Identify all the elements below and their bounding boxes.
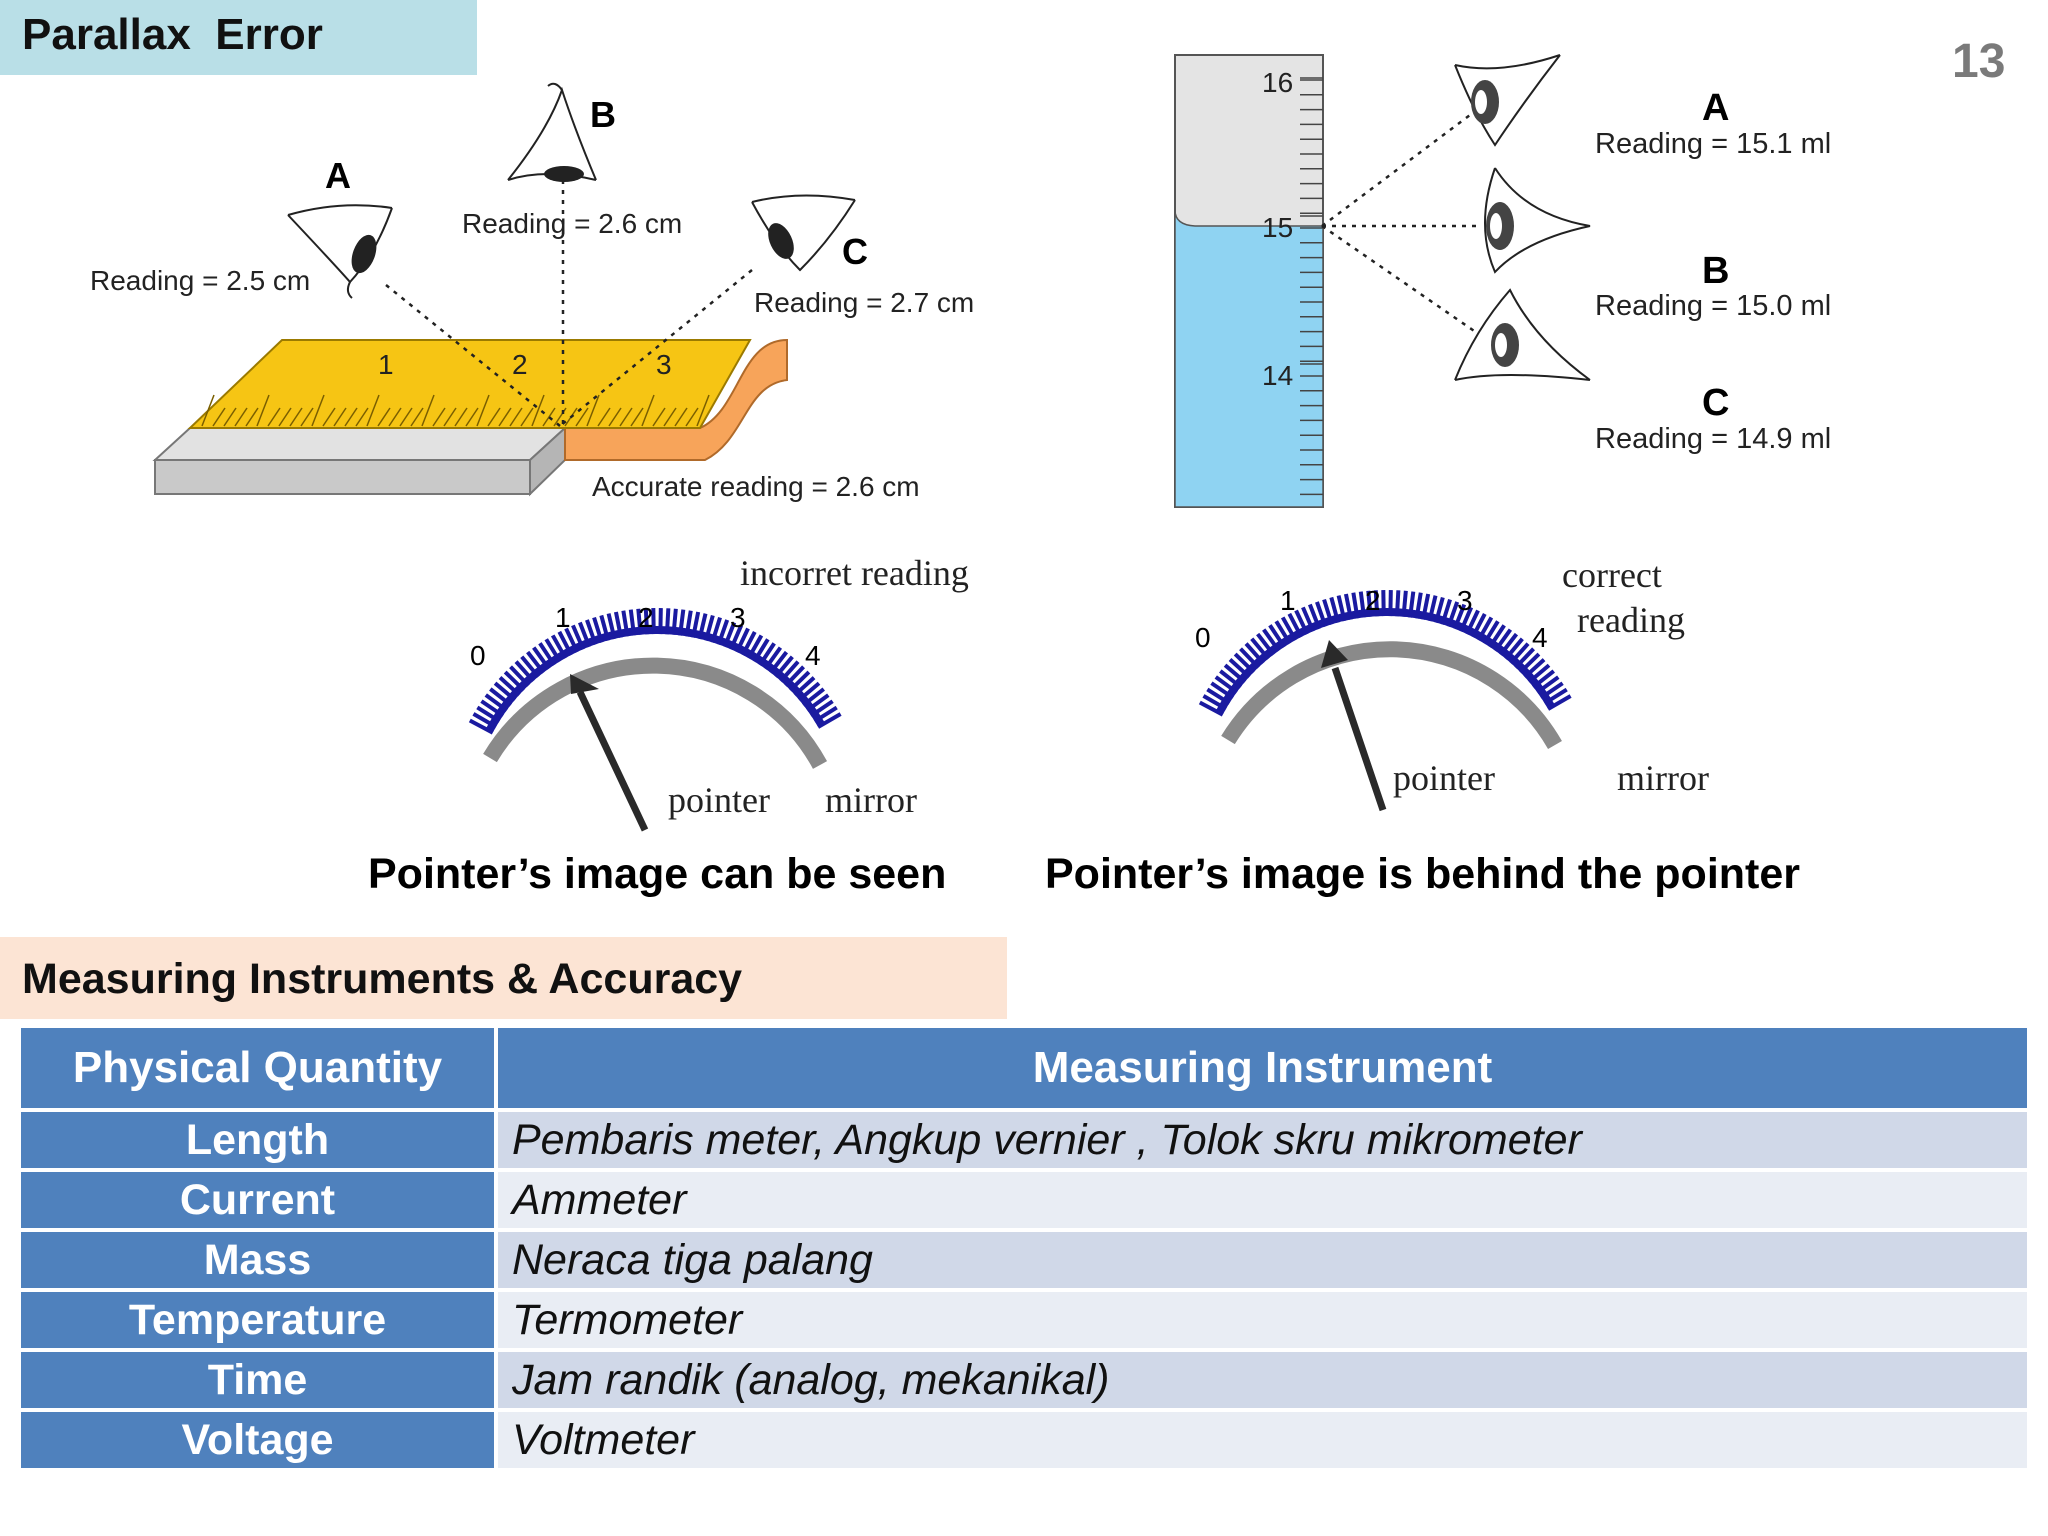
meter-right-pointer-label: pointer (1393, 758, 1495, 798)
sight-line-a (385, 284, 561, 427)
meter-left-mark-0: 0 (470, 640, 486, 671)
meter-right-caption: Pointer’s image is behind the pointer (1045, 850, 1800, 898)
instrument-cell: Voltmeter (494, 1408, 2031, 1472)
instrument-table: Physical Quantity Measuring Instrument L… (17, 1024, 2031, 1472)
cylinder-ticks (1300, 77, 1323, 496)
ruler-number-2: 2 (512, 349, 528, 380)
meter-left-scale (468, 607, 842, 735)
cyl-eye-a-icon (1454, 54, 1561, 147)
cylinder-parallax-figure: 16 15 14 A Reading = 15.1 ml B Reading =… (1174, 54, 1831, 508)
eye-c-reading: Reading = 2.7 cm (754, 287, 974, 318)
section-banner: Measuring Instruments & Accuracy (0, 937, 1007, 1019)
instrument-cell: Jam randik (analog, mekanikal) (494, 1348, 2031, 1412)
accurate-reading: Accurate reading = 2.6 cm (592, 471, 920, 502)
section-title: Measuring Instruments & Accuracy (22, 955, 743, 1003)
meter-right-mark-4: 4 (1532, 622, 1548, 653)
ruler-number-1: 1 (378, 349, 394, 380)
cyl-sight-line-c (1321, 224, 1481, 337)
eye-a-letter: A (325, 155, 351, 196)
cyl-sight-line-a (1321, 114, 1471, 227)
cyl-eye-b-reading: Reading = 15.0 ml (1595, 290, 1831, 322)
quantity-cell: Temperature (17, 1288, 498, 1352)
instrument-cell: Pembaris meter, Angkup vernier , Tolok s… (494, 1108, 2031, 1172)
header-physical-quantity: Physical Quantity (17, 1024, 498, 1112)
ruler-base-top (152, 427, 568, 461)
meter-left-pointer (576, 690, 649, 832)
table-row: Length Pembaris meter, Angkup vernier , … (17, 1108, 2031, 1172)
meter-right-pointer (1331, 666, 1387, 812)
measured-object (564, 338, 788, 461)
meter-right-mark-3: 3 (1457, 585, 1473, 616)
ruler-base-front (154, 459, 531, 495)
eye-c-letter: C (842, 231, 868, 272)
meter-left-pointer-tip (570, 674, 599, 694)
meter-left-note: incorret reading (740, 553, 969, 593)
instrument-cell: Neraca tiga palang (494, 1228, 2031, 1292)
cylinder-mark-14: 14 (1262, 360, 1293, 391)
eye-b-icon (507, 82, 597, 182)
quantity-cell: Voltage (17, 1408, 498, 1472)
meter-left-mark-3: 3 (730, 602, 746, 633)
quantity-cell: Time (17, 1348, 498, 1412)
table-row: Temperature Termometer (17, 1288, 2031, 1352)
cyl-eye-a-reading: Reading = 15.1 ml (1595, 128, 1831, 160)
table-row: Voltage Voltmeter (17, 1408, 2031, 1472)
quantity-cell: Current (17, 1168, 498, 1232)
meter-right-scale (1198, 589, 1572, 717)
instrument-cell: Termometer (494, 1288, 2031, 1352)
table-header-row: Physical Quantity Measuring Instrument (17, 1024, 2031, 1112)
eye-a-reading: Reading = 2.5 cm (90, 265, 310, 296)
cyl-eye-c-reading: Reading = 14.9 ml (1595, 423, 1831, 455)
table-row: Mass Neraca tiga palang (17, 1228, 2031, 1292)
ruler-number-3: 3 (656, 349, 672, 380)
cyl-eye-b-icon (1484, 167, 1591, 274)
quantity-cell: Length (17, 1108, 498, 1172)
slide-title: Parallax Error (22, 10, 323, 59)
meter-left-mark-1: 1 (555, 602, 571, 633)
meter-right-mark-0: 0 (1195, 622, 1211, 653)
meter-left-pointer-label: pointer (668, 780, 770, 820)
meter-right-note-line1: correct (1562, 555, 1662, 595)
cyl-eye-c-letter: C (1702, 382, 1729, 424)
meter-left-mark-4: 4 (805, 640, 821, 671)
meter-right-note-line2: reading (1577, 600, 1685, 640)
header-measuring-instrument: Measuring Instrument (494, 1024, 2031, 1112)
meter-right-mirror-label: mirror (1617, 758, 1709, 798)
page-number: 13 (1952, 35, 2006, 88)
ruler-body (187, 339, 752, 429)
cyl-eye-c-icon (1454, 288, 1591, 381)
meter-right-mirror-arc (1221, 641, 1562, 749)
eye-a-icon (287, 204, 393, 299)
eye-b-reading: Reading = 2.6 cm (462, 208, 682, 239)
title-banner: Parallax Error (0, 0, 477, 75)
meter-left-caption: Pointer’s image can be seen (368, 850, 947, 898)
table-row: Time Jam randik (analog, mekanikal) (17, 1348, 2031, 1412)
cylinder-mark-16: 16 (1262, 67, 1293, 98)
ruler-ticks (201, 394, 710, 427)
cyl-eye-b-letter: B (1702, 250, 1729, 292)
quantity-cell: Mass (17, 1228, 498, 1292)
meter-right-pointer-tip (1321, 640, 1348, 668)
meter-right-mark-1: 1 (1280, 585, 1296, 616)
eye-c-icon (751, 194, 856, 272)
meter-right-mark-2: 2 (1365, 585, 1381, 616)
table-row: Current Ammeter (17, 1168, 2031, 1232)
cylinder-liquid (1174, 209, 1324, 508)
meter-right-figure: 0 1 2 3 4 correct reading pointer mirror (1195, 555, 1709, 812)
meter-left-figure: 0 1 2 3 4 incorret reading pointer mirro… (468, 553, 969, 832)
sight-line-c (559, 269, 753, 427)
meter-left-mirror-label: mirror (825, 780, 917, 820)
cyl-eye-a-letter: A (1702, 87, 1729, 129)
meter-left-mark-2: 2 (638, 602, 654, 633)
cylinder-mark-15: 15 (1262, 212, 1293, 243)
eye-b-letter: B (590, 94, 616, 135)
instrument-cell: Ammeter (494, 1168, 2031, 1232)
ruler-parallax-figure: 1 2 3 A Reading = 2.5 cm B Reading = 2.6… (90, 82, 974, 502)
meter-left-mirror-arc (483, 657, 828, 769)
